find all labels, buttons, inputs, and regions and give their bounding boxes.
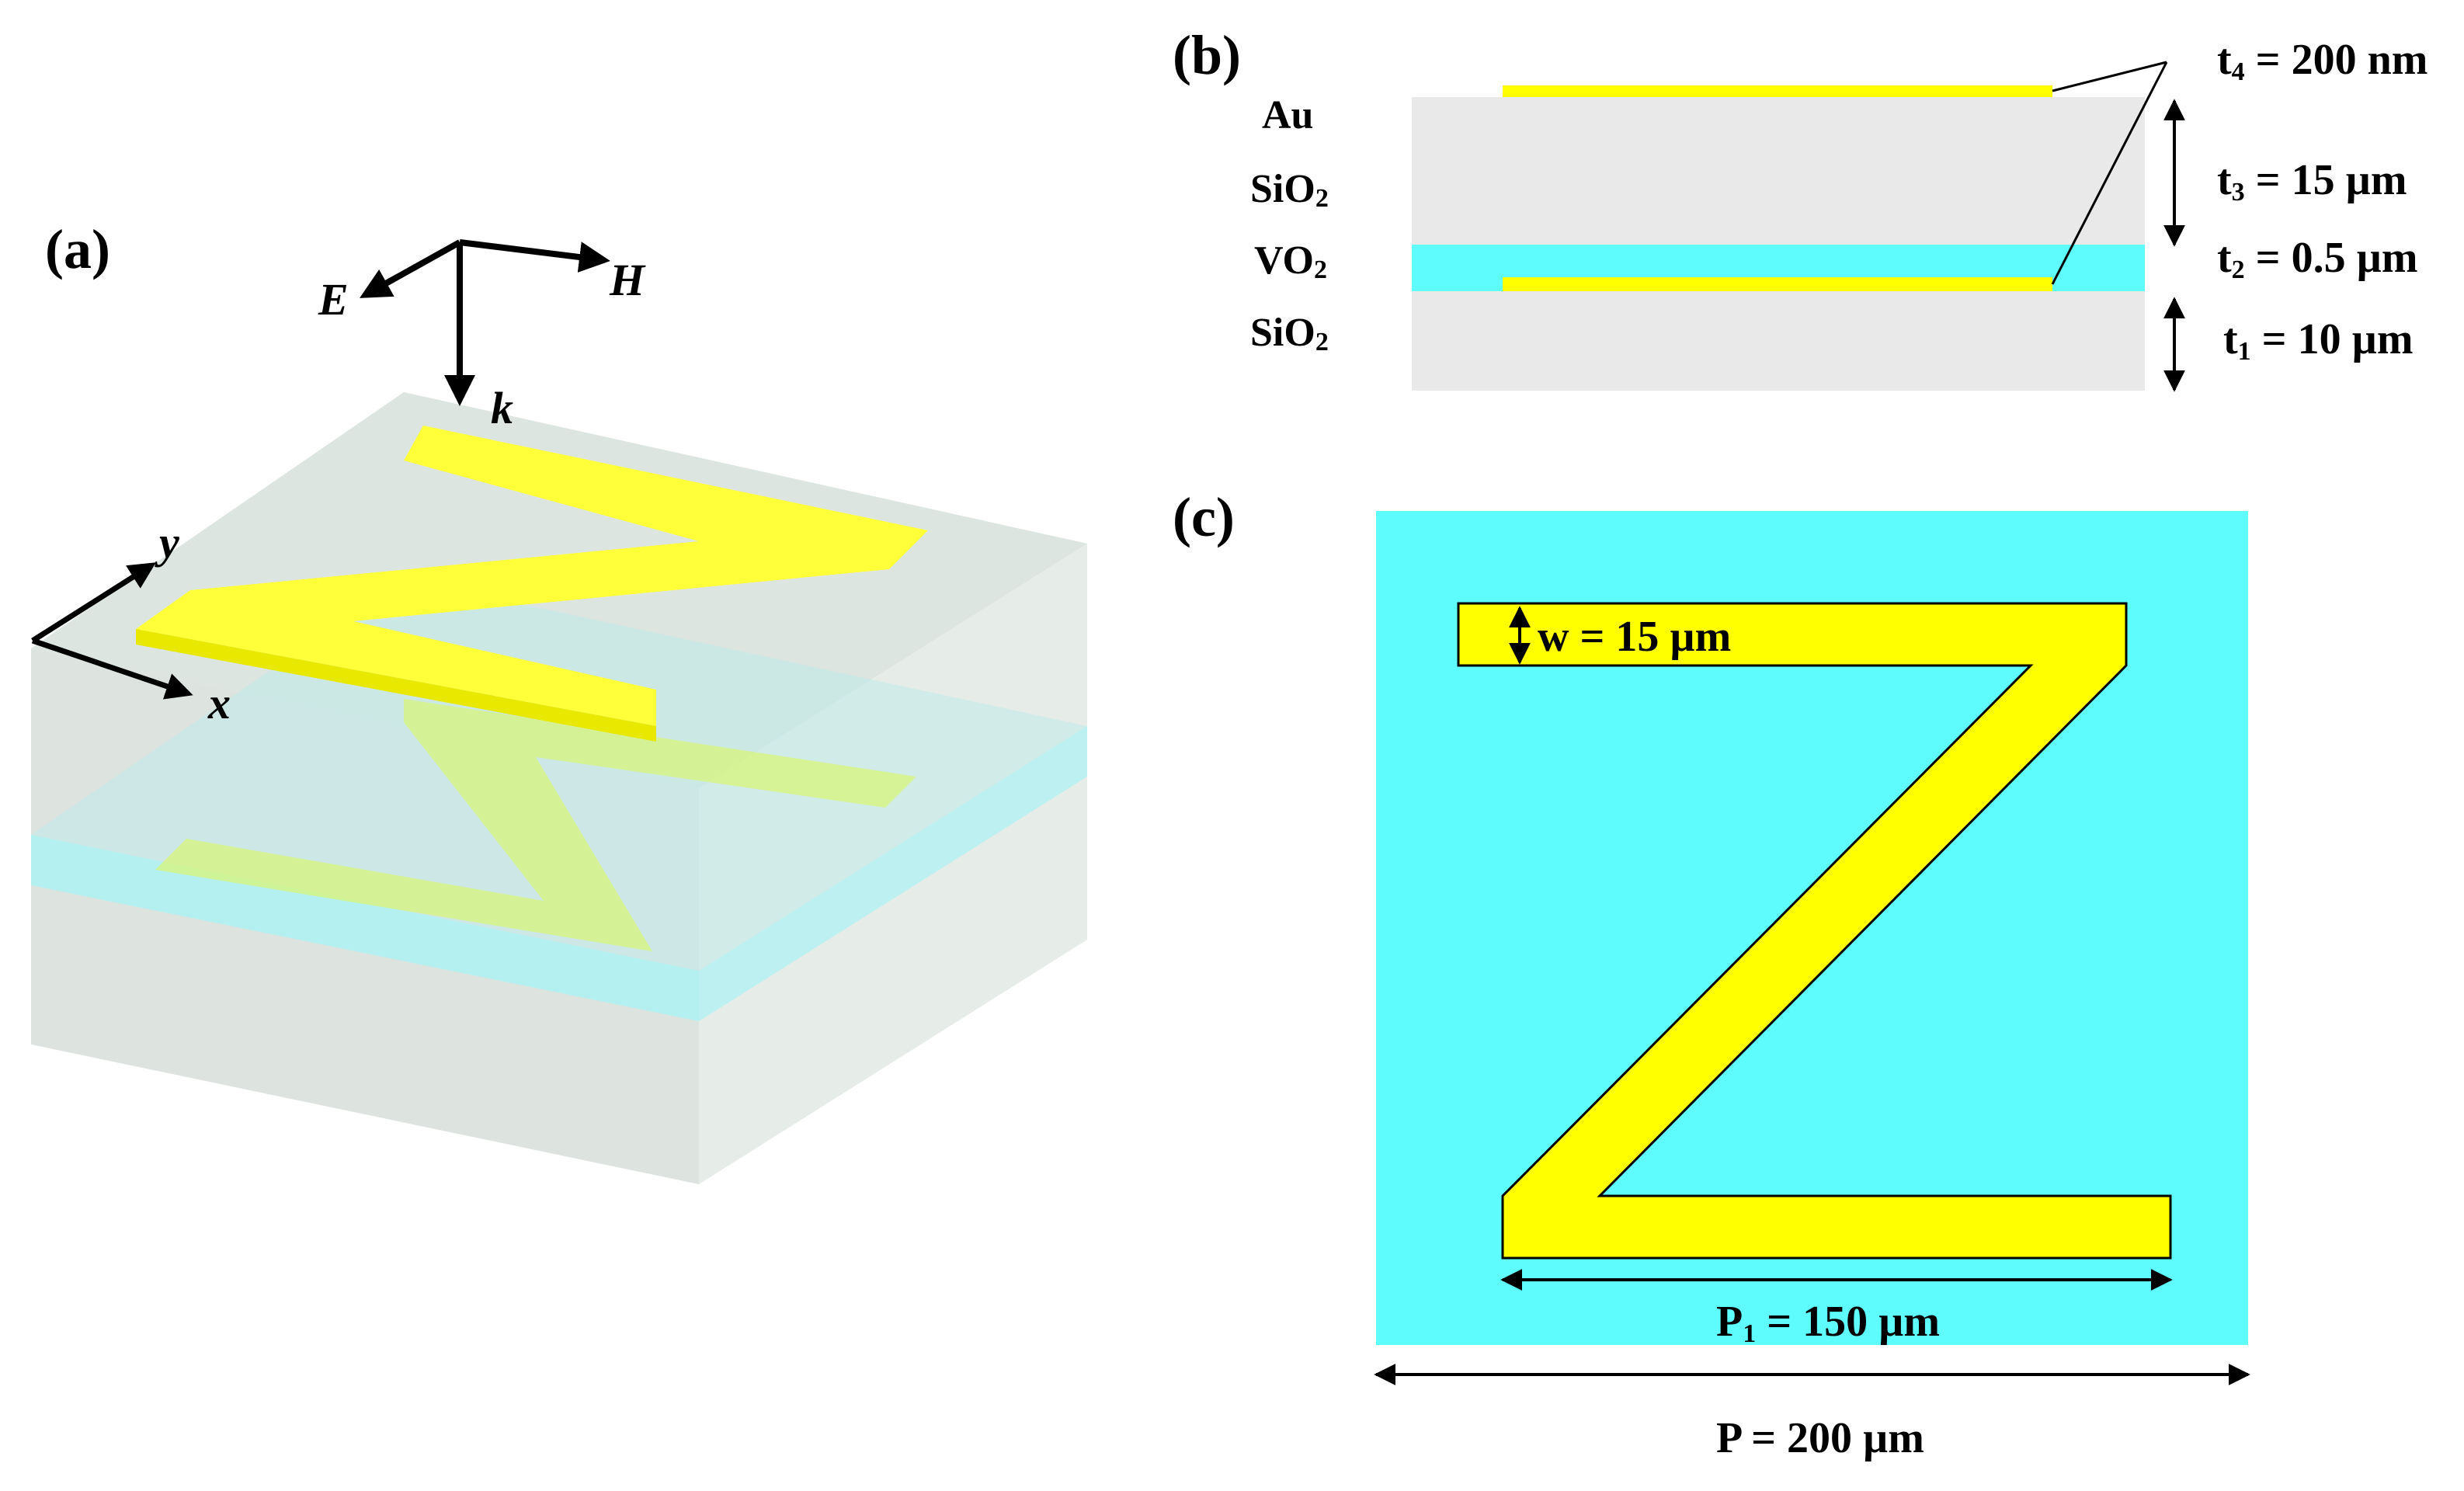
h-field-label: H (609, 255, 646, 305)
au-top-strip (1503, 85, 2052, 97)
sio2-lower-layer (1412, 291, 2145, 391)
top-z-resonator (136, 426, 928, 742)
k-vector-label: k (491, 383, 513, 433)
au-buried-strip (1503, 277, 2052, 291)
vo2-slab-front (31, 835, 699, 1021)
z-resonator-top-view (1457, 602, 2172, 1260)
layer-label-vo2: VO2 (1254, 238, 1327, 284)
z-top-face (136, 426, 928, 726)
layer-label-sio2-upper: SiO2 (1250, 167, 1329, 213)
thickness-t2: t2 = 0.5 µm (2217, 234, 2417, 284)
sio2-upper-layer (1412, 97, 2145, 245)
thickness-t1: t1 = 10 µm (2223, 315, 2413, 366)
w-label: w = 15 µm (1538, 613, 1731, 661)
z-top-edge (136, 629, 656, 742)
field-arrows (360, 239, 610, 406)
panel-c: (c) w = 15 µm P1 = 150 µm P = 200 µm (1173, 486, 2250, 1462)
p1-label: P1 = 150 µm (1716, 1298, 1940, 1348)
panel-a: (a) E H k y (31, 218, 1087, 1184)
buried-z-resonator (155, 699, 916, 951)
y-axis-arrow (31, 562, 156, 643)
x-axis-arrow (31, 638, 193, 700)
vo2-slab-right (699, 726, 1087, 1021)
thickness-t3: t3 = 15 µm (2217, 156, 2407, 207)
layer-label-sio2-lower: SiO2 (1250, 311, 1329, 356)
p-label: P = 200 µm (1716, 1414, 1924, 1462)
e-arrow (360, 239, 461, 298)
layer-label-au: Au (1262, 93, 1313, 137)
h-arrow (459, 239, 610, 273)
panel-b-label: (b) (1173, 24, 1241, 86)
thickness-labels: t4 = 200 nm t3 = 15 µm t2 = 0.5 µm t1 = … (2217, 36, 2428, 366)
substrate-block (31, 392, 1087, 1184)
panel-a-label: (a) (45, 218, 110, 280)
panel-b: (b) Au SiO2 VO2 SiO2 t4 = 200 nm t3 = 15… (1173, 24, 2428, 392)
thickness-t4: t4 = 200 nm (2217, 36, 2428, 86)
coordinate-axes (31, 562, 193, 700)
y-axis-label: y (155, 517, 179, 568)
layer-labels: Au SiO2 VO2 SiO2 (1250, 93, 1329, 356)
t4-leader-lines (2051, 61, 2168, 285)
panel-c-label: (c) (1173, 486, 1235, 548)
x-axis-label: x (207, 678, 231, 728)
e-field-label: E (318, 274, 349, 325)
